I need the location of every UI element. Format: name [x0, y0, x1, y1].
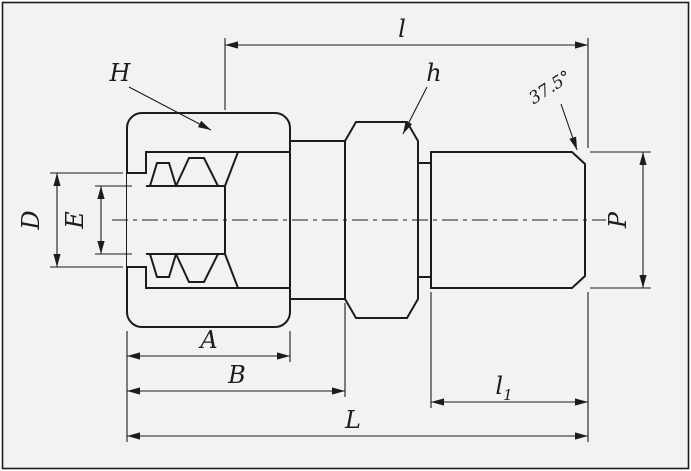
label-l1: l1: [495, 372, 512, 404]
label-B: B: [227, 361, 246, 389]
label-P: P: [604, 211, 632, 229]
label-A: A: [198, 326, 217, 354]
dimensions: l H h 37.5° D E P A: [17, 15, 651, 442]
label-l1-subscript: 1: [503, 386, 513, 404]
cavity-outline-top: [127, 151, 290, 174]
label-l: l: [398, 15, 406, 43]
leader-H: [128, 86, 212, 131]
front-ferrule-top: [174, 157, 220, 187]
label-h: h: [426, 59, 441, 87]
hex-section: [344, 121, 419, 319]
seat-taper-bottom: [224, 253, 239, 289]
back-ferrule-top: [148, 162, 178, 187]
male-thread: [430, 151, 586, 289]
leader-h: [402, 86, 428, 135]
label-L: L: [344, 406, 361, 434]
back-ferrule-bottom: [148, 253, 178, 278]
leader-chamfer: [560, 103, 578, 151]
cavity-outline-bottom: [127, 266, 290, 289]
label-l1-main: l: [495, 372, 503, 400]
label-D: D: [17, 210, 45, 230]
seat-taper-top: [224, 151, 239, 187]
label-H: H: [109, 59, 132, 87]
label-E: E: [61, 211, 89, 230]
front-ferrule-bottom: [174, 253, 220, 283]
